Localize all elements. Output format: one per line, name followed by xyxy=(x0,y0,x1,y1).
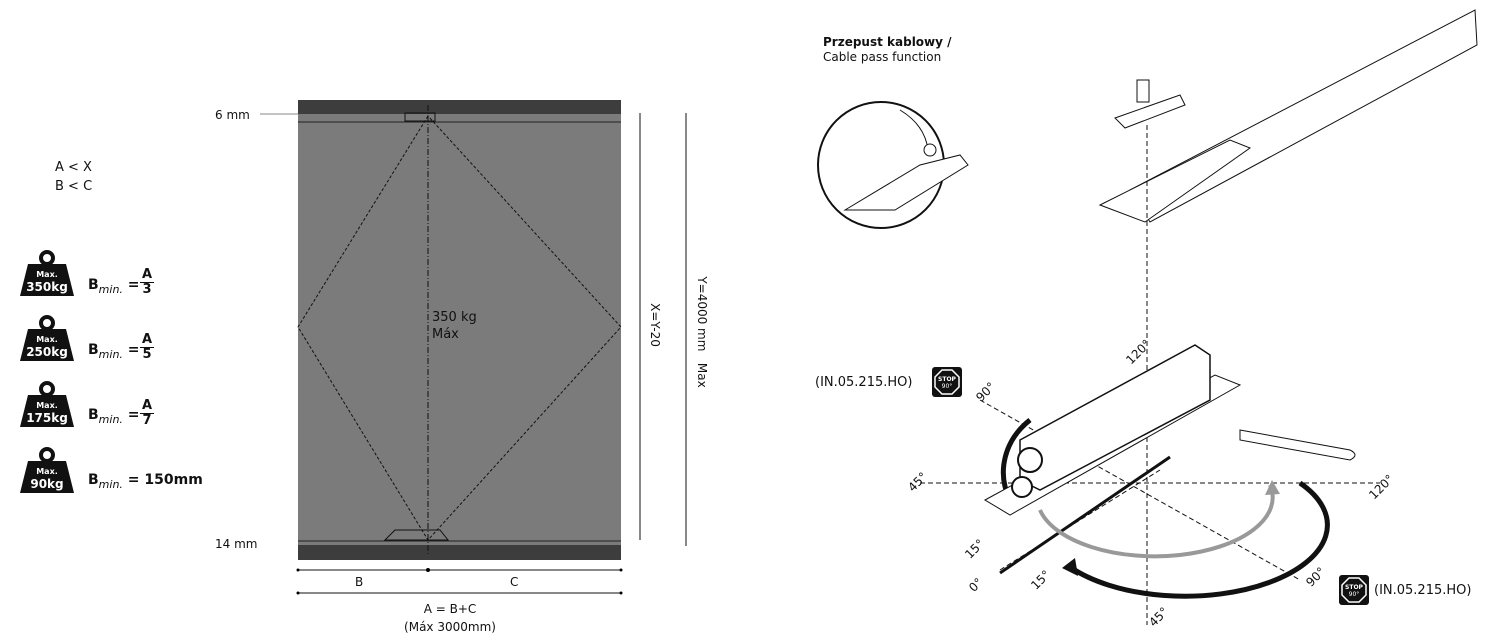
load-sub: Máx xyxy=(432,327,459,342)
door-panel xyxy=(298,100,621,560)
svg-text:STOP: STOP xyxy=(1345,584,1364,591)
detail-subtitle: Cable pass function xyxy=(823,50,942,64)
door-line xyxy=(999,455,1171,575)
condition-b-c: B < C xyxy=(55,179,93,194)
code-left: (IN.05.215.HO) xyxy=(815,375,913,390)
condition-a-x: A < X xyxy=(55,160,92,175)
bmin-label: Bmin. = xyxy=(88,407,140,426)
bmin-label: Bmin. = 150mm xyxy=(88,472,203,491)
top-pivot xyxy=(404,112,436,122)
width-c-label: C xyxy=(510,575,519,589)
bottom-pivot xyxy=(383,529,450,541)
weight-value: 175kg xyxy=(26,411,68,425)
bmin-label: Bmin. = xyxy=(88,277,140,296)
weight-value: 350kg xyxy=(26,280,68,294)
weight-icon: Max. 350kg xyxy=(18,250,76,298)
top-gap-label: 6 mm xyxy=(215,108,250,122)
top-pivot-plate xyxy=(1114,94,1186,129)
adjust-gear xyxy=(1017,447,1043,473)
width-b-label: B xyxy=(355,575,364,589)
grey-arc xyxy=(1038,484,1275,559)
svg-text:90°: 90° xyxy=(1349,591,1360,598)
top-band xyxy=(298,100,621,114)
detail-title: Przepust kablowy / xyxy=(823,35,952,49)
detail-bracket xyxy=(843,154,969,211)
load-label: 350 kg xyxy=(432,310,477,325)
code-right: (IN.05.215.HO) xyxy=(1374,583,1472,598)
weight-icon: Max. 90kg xyxy=(18,447,76,495)
black-arc xyxy=(1068,480,1330,599)
bmin-label: Bmin. = xyxy=(88,342,140,361)
rail-bracket xyxy=(1098,139,1252,223)
width-max-label: (Máx 3000mm) xyxy=(404,620,496,634)
weight-value: 90kg xyxy=(30,477,64,491)
weight-value: 250kg xyxy=(26,345,68,359)
width-total-label: A = B+C xyxy=(423,602,477,616)
max-label: Max. xyxy=(36,335,58,344)
max-label: Max. xyxy=(36,270,58,279)
arm xyxy=(1239,429,1356,461)
max-label: Max. xyxy=(36,401,58,410)
svg-text:90°: 90° xyxy=(942,383,953,390)
bottom-gap-label: 14 mm xyxy=(215,537,258,551)
weight-icon: Max. 175kg xyxy=(18,381,76,429)
weight-icon: Max. 250kg xyxy=(18,315,76,363)
svg-text:STOP: STOP xyxy=(938,376,957,383)
bottom-band xyxy=(298,545,621,560)
max-label: Max. xyxy=(36,467,58,476)
